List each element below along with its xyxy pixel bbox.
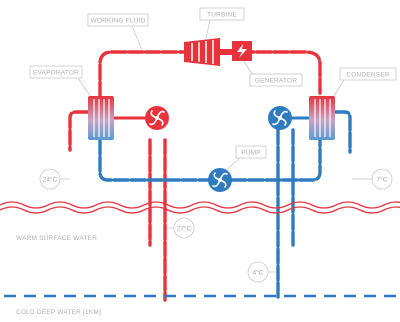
temp-warm-out-badge: 27°C xyxy=(167,217,195,239)
label-working-fluid: WORKING FLUID xyxy=(87,13,149,51)
temp-cold-out-badge: 7°C xyxy=(352,168,393,190)
label-evaporator: EVAPORATOR xyxy=(29,65,91,97)
label-pump-text: PUMP xyxy=(241,149,261,156)
temp-warm-out: 27°C xyxy=(177,225,192,233)
label-evaporator-text: EVAPORATOR xyxy=(33,69,79,76)
working-fluid-cold-loop xyxy=(98,110,352,302)
condenser-icon xyxy=(309,96,335,140)
turbine-icon xyxy=(184,38,232,66)
label-pump: PUMP xyxy=(225,145,267,171)
working-fluid-hot-loop xyxy=(68,50,322,302)
label-condenser-text: CONDENSER xyxy=(346,71,389,78)
label-generator: GENERATOR xyxy=(243,60,303,87)
label-turbine-text: TURBINE xyxy=(207,11,237,18)
evaporator-icon xyxy=(88,96,114,140)
pump-icon xyxy=(268,106,292,130)
label-cold-deep-water: COLD DEEP WATER [1KM] xyxy=(16,309,101,316)
pump-icon xyxy=(208,168,232,192)
temp-cold-out: 7°C xyxy=(377,176,388,184)
pump-icon xyxy=(145,106,169,130)
label-working-fluid-text: WORKING FLUID xyxy=(91,17,146,24)
temp-warm-in: 24°C xyxy=(43,176,58,184)
generator-icon xyxy=(232,41,252,61)
label-warm-surface-water: WARM SURFACE WATER xyxy=(16,235,97,242)
temp-cold-in: 4°C xyxy=(253,269,264,277)
temp-cold-in-badge: 4°C xyxy=(247,261,276,283)
temp-warm-in-badge: 24°C xyxy=(39,168,70,190)
label-generator-text: GENERATOR xyxy=(255,77,297,84)
label-condenser: CONDENSER xyxy=(333,67,397,97)
label-turbine: TURBINE xyxy=(199,7,245,39)
wave-icon xyxy=(0,201,400,214)
